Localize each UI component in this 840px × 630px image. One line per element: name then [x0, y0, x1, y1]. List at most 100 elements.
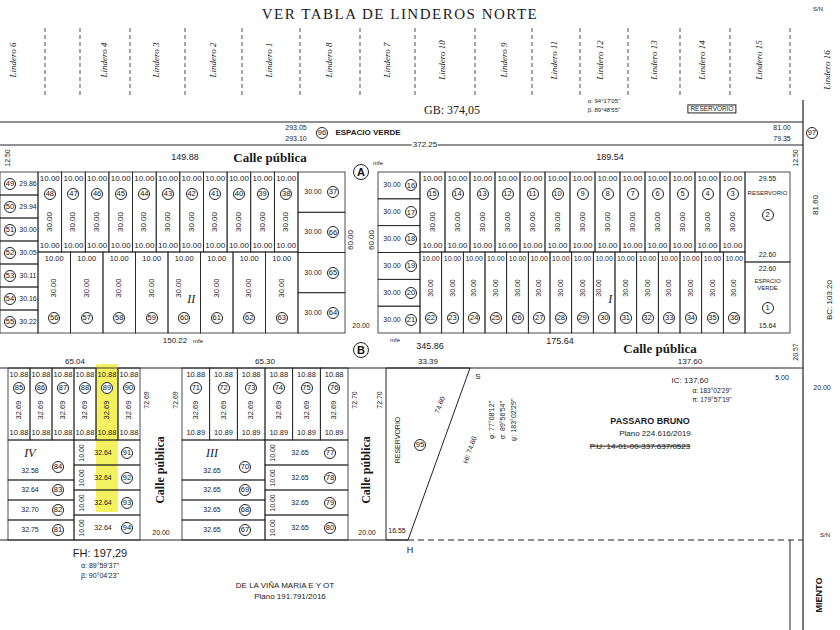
lot-number: 45	[117, 190, 125, 198]
dimension-label: 10.00	[111, 175, 131, 184]
lot-number: 93	[123, 499, 131, 507]
dimension-label: 29.86	[19, 180, 37, 188]
lot-number: 62	[245, 314, 253, 322]
dimension-label: 15.64	[759, 322, 777, 330]
dimension-label: 10.88	[10, 371, 29, 379]
dimension-label: 10.00	[253, 175, 273, 184]
lot-number-circle: 93	[121, 497, 133, 509]
dimension-label: α: 183°02'29''	[693, 387, 732, 394]
dimension-label: 30.00	[93, 212, 102, 232]
lot-number-circle: 8	[602, 188, 614, 200]
dimension-label: ESPACIO VERDE	[749, 278, 787, 291]
lot-number-circle: 24	[468, 312, 480, 324]
dimension-label: 10.00	[158, 242, 178, 251]
dimension-label: 10.00	[622, 242, 642, 251]
dimension-label: RESERVORIO	[748, 190, 788, 197]
dimension-label: 10.00	[134, 175, 154, 184]
lot-number: 24	[470, 314, 478, 322]
lot-number-circle: 74	[273, 382, 285, 394]
dimension-label: 30.00	[687, 279, 695, 297]
lot-number: 67	[241, 526, 249, 534]
lot-number: 36	[730, 314, 738, 322]
dimension-label: 12.50	[792, 149, 800, 167]
lot-number: 41	[211, 190, 219, 198]
lot-number: 46	[93, 190, 101, 198]
dimension-label: mfe	[193, 338, 203, 345]
street-name: Calle pública	[360, 436, 373, 504]
dimension-label: 30.00	[514, 279, 522, 297]
lot-boundary	[0, 264, 38, 287]
dimension-label: 30.00	[213, 279, 221, 298]
dimension-label: 10.00	[672, 242, 692, 251]
dimension-label: 10.00	[276, 175, 296, 184]
dimension-label: 10.00	[142, 255, 161, 263]
lot-number: 72	[219, 384, 227, 392]
lot-number-circle: 39	[257, 188, 269, 200]
dimension-label: 29.94	[19, 203, 37, 211]
lot-number: 61	[213, 314, 221, 322]
lot-number: 30	[600, 314, 608, 322]
lot-number: 2	[765, 211, 769, 219]
lot-number-circle: 51	[4, 224, 16, 236]
lot-number-circle: 7	[627, 188, 639, 200]
dimension-label: 10.88	[186, 371, 205, 379]
dimension-label: 10.88	[325, 371, 344, 379]
dimension-label: 29.55	[759, 175, 777, 183]
dimension-label: 65.04	[65, 358, 85, 367]
dimension-label: 30.00	[304, 269, 322, 277]
lindero-label: Lindero 8	[325, 43, 335, 78]
dimension-label: 10.00	[647, 175, 667, 184]
lot-number: 19	[407, 262, 415, 270]
dimension-label: 32.65	[203, 467, 221, 475]
lot-boundary	[265, 465, 348, 490]
dimension-label: 32.65	[291, 449, 309, 457]
lot-boundary	[74, 490, 140, 515]
block-number: II	[187, 293, 195, 306]
dimension-label: ψ: 183°02'29''	[510, 399, 518, 442]
dimension-label: 10.00	[597, 175, 617, 184]
lot-boundary	[442, 252, 464, 333]
dimension-label: 5.00	[775, 374, 789, 382]
dimension-label: 20.00	[813, 384, 831, 392]
lot-number-circle: 76	[328, 382, 340, 394]
dimension-label: 60.00	[347, 230, 356, 250]
dimension-label: 32.69	[192, 401, 200, 420]
lot-number: 58	[115, 314, 123, 322]
dimension-label: 30.00	[427, 279, 435, 297]
dimension-label: 10.00	[87, 242, 107, 251]
dimension-label: HI: 74.60	[462, 435, 479, 464]
lot-number: A	[357, 167, 365, 178]
lot-boundary	[0, 218, 38, 241]
lot-number-circle: 37	[327, 186, 339, 198]
dimension-label: 30.00	[383, 289, 401, 297]
lot-boundary	[615, 252, 637, 333]
lot-number-circle: 67	[239, 524, 251, 536]
dimension-label: 10.88	[76, 371, 95, 379]
lindero-divider	[360, 28, 361, 95]
lot-boundary	[210, 368, 238, 440]
lot-boundary	[52, 368, 74, 440]
lot-boundary	[378, 253, 420, 280]
lot-number: 74	[275, 384, 283, 392]
lot-number-circle: 92	[121, 472, 133, 484]
lindero-divider	[580, 28, 581, 95]
lot-number-circle: 87	[57, 382, 69, 394]
lot-boundary	[274, 172, 298, 252]
dimension-label: 10.00	[530, 255, 548, 263]
lot-number-circle: 81	[52, 524, 64, 536]
lot-boundary	[680, 252, 702, 333]
dimension-label: 10.00	[697, 175, 717, 184]
dimension-label: 30.00	[730, 279, 738, 297]
lot-boundary	[520, 172, 545, 252]
dimension-label: 10.00	[447, 175, 467, 184]
dimension-label: 10.00	[229, 242, 249, 251]
lot-number: 91	[123, 449, 131, 457]
lindero-label: Lindero 10	[438, 40, 448, 79]
lot-boundary	[723, 252, 745, 333]
dimension-label: 30.00	[628, 212, 637, 232]
lot-number-circle: 61	[211, 312, 223, 324]
lot-number-circle: 95	[414, 439, 426, 451]
dimension-label: 10.00	[697, 242, 717, 251]
dimension-label: 30.00	[245, 279, 253, 298]
dimension-label: 32.69	[103, 401, 111, 420]
